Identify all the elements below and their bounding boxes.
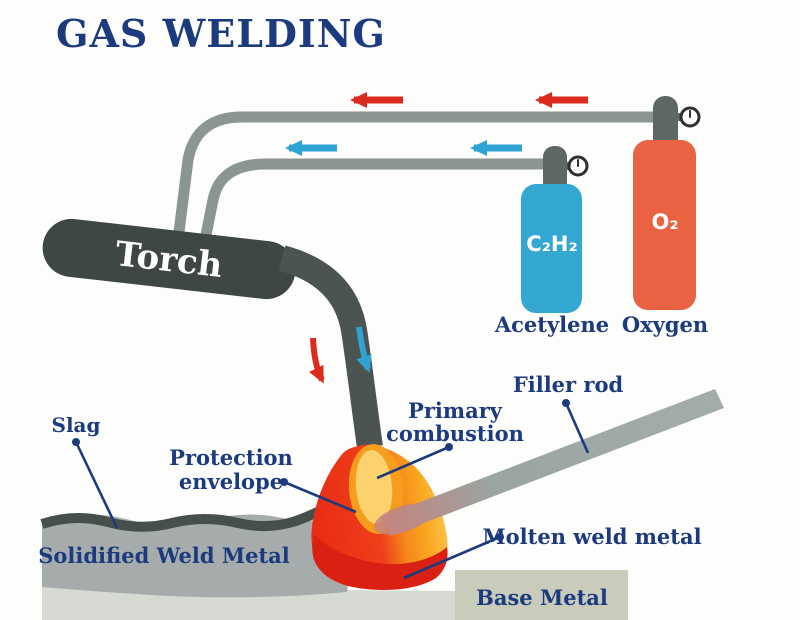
acetylene-hose	[200, 158, 550, 237]
torch: Torch	[42, 218, 296, 300]
slag-crust	[40, 498, 337, 532]
flame	[311, 444, 448, 590]
oxygen-caption: Oxygen	[622, 312, 708, 337]
protection-leader-line	[283, 480, 357, 514]
leader-lines	[72, 399, 590, 580]
acetylene-cylinder: C₂H₂	[521, 146, 589, 313]
slag-label: Slag	[52, 413, 101, 437]
oxygen-cylinder-neck	[653, 96, 678, 150]
oxygen-cylinder-body	[633, 140, 696, 310]
acetylene-formula: C₂H₂	[526, 232, 577, 256]
base-metal-label: Base Metal	[476, 585, 608, 610]
molten-weld-pool	[312, 534, 448, 590]
primary-combustion-label-line1: Primary	[408, 398, 503, 423]
primary-combustion-label-line2: combustion	[386, 421, 524, 446]
annotations: Slag Protection envelope Primary combust…	[38, 372, 701, 610]
base-metal-block	[455, 570, 628, 620]
molten-leader-line	[403, 535, 501, 580]
oxygen-formula: O₂	[651, 210, 678, 234]
acetylene-down-arrow-icon	[356, 326, 372, 373]
filler-rod-leader-line	[564, 402, 590, 454]
oxygen-down-arrow-icon	[309, 337, 325, 384]
acetylene-cylinder-body	[521, 184, 582, 313]
solidified-weld-metal-label: Solidified Weld Metal	[38, 543, 290, 568]
molten-weld-metal-label: Molten weld metal	[482, 524, 701, 549]
acetylene-caption: Acetylene	[494, 312, 609, 337]
oxygen-cylinder: O₂	[633, 96, 701, 310]
protection-envelope-label-line2: envelope	[179, 469, 283, 494]
filler-rod	[381, 389, 724, 536]
torch-body	[42, 218, 296, 300]
flame-inner-cone	[355, 450, 393, 524]
torch-nozzle	[278, 245, 383, 449]
page-title: GAS WELDING	[56, 11, 386, 56]
oxygen-hose	[173, 111, 658, 233]
protection-envelope-label-line1: Protection	[169, 445, 293, 470]
filler-rod-label: Filler rod	[513, 372, 624, 397]
primary-leader-line	[376, 445, 450, 480]
slag-leader-line	[74, 441, 119, 529]
